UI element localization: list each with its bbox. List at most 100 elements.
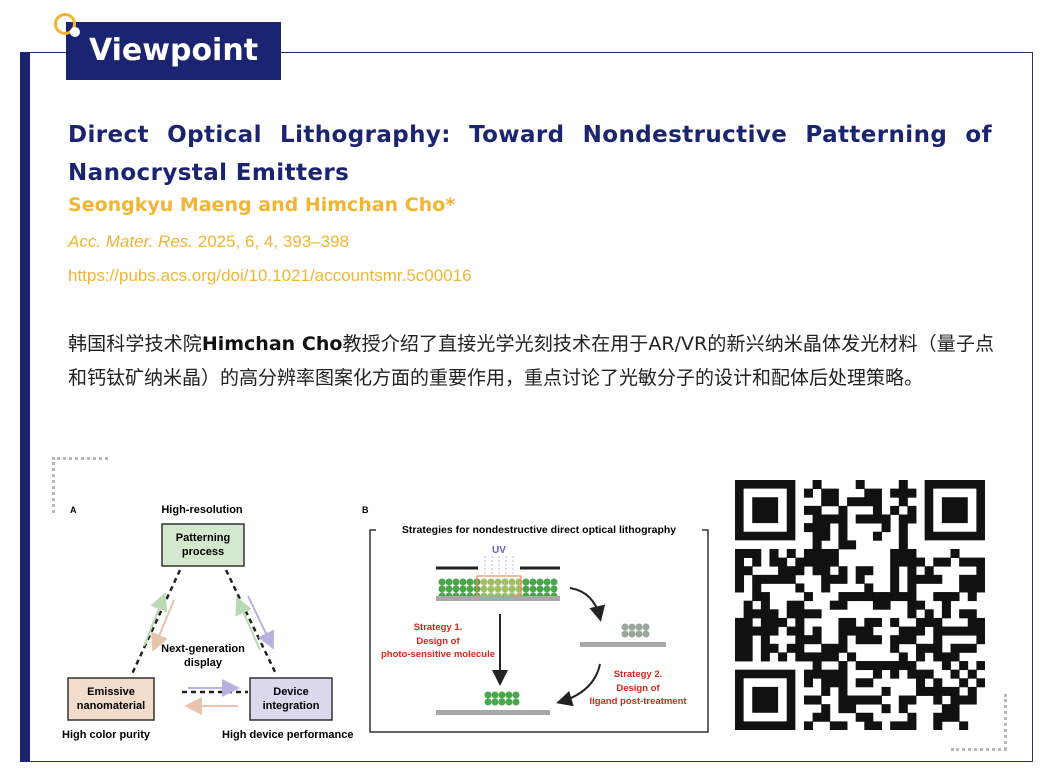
nanocrystal-dot: [508, 585, 516, 593]
qr-module: [821, 497, 831, 507]
qr-module: [941, 609, 951, 619]
qr-module: [898, 695, 908, 705]
qr-module: [847, 497, 857, 507]
qr-module: [838, 540, 848, 550]
qr-module: [769, 548, 779, 558]
qr-module: [812, 531, 822, 541]
qr-module: [847, 540, 857, 550]
qr-code[interactable]: [735, 480, 985, 730]
qr-finder-core: [752, 497, 779, 524]
qr-module: [976, 583, 985, 593]
qr-module: [786, 600, 796, 610]
qr-module: [821, 678, 831, 688]
nanocrystal-dot: [529, 578, 537, 586]
qr-module: [976, 617, 985, 627]
qr-module: [872, 531, 882, 541]
qr-module: [950, 712, 960, 722]
qr-module: [924, 617, 934, 627]
nanocrystal-dot: [628, 630, 636, 638]
qr-module: [959, 574, 969, 584]
qr-module: [916, 686, 926, 696]
qr-module: [803, 652, 813, 662]
qr-module: [933, 574, 943, 584]
qr-module: [803, 721, 813, 730]
qr-module: [855, 626, 865, 636]
qr-module: [812, 523, 822, 533]
qr-module: [864, 497, 874, 507]
qr-module: [769, 643, 779, 653]
qr-module: [855, 635, 865, 645]
arrow-from-strategy-2: [556, 663, 601, 707]
qr-module: [829, 574, 839, 584]
qr-module: [735, 574, 745, 584]
qr-module: [924, 686, 934, 696]
qr-module: [959, 583, 969, 593]
qr-module: [967, 557, 977, 567]
qr-module: [881, 686, 891, 696]
qr-module: [821, 712, 831, 722]
node-emissive-line1: Emissive: [87, 686, 135, 698]
nanocrystal-dot: [512, 691, 520, 699]
qr-module: [890, 566, 900, 576]
substrate-top: [436, 596, 560, 601]
qr-module: [881, 600, 891, 610]
qr-module: [933, 678, 943, 688]
bottom-left-caption: High color purity: [62, 729, 151, 741]
qr-module: [907, 600, 917, 610]
tag-ring-icon: [54, 13, 76, 35]
qr-module: [821, 488, 831, 498]
qr-module: [821, 514, 831, 524]
qr-module: [838, 626, 848, 636]
qr-module: [907, 635, 917, 645]
panel-a-label: A: [70, 505, 77, 515]
qr-module: [950, 626, 960, 636]
qr-module: [803, 635, 813, 645]
qr-module: [838, 678, 848, 688]
qr-module: [907, 505, 917, 515]
qr-module: [950, 704, 960, 714]
qr-module: [898, 635, 908, 645]
qr-module: [976, 661, 985, 671]
qr-module: [950, 686, 960, 696]
qr-module: [864, 583, 874, 593]
qr-module: [916, 652, 926, 662]
qr-module: [786, 643, 796, 653]
qr-module: [872, 505, 882, 515]
qr-module: [829, 600, 839, 610]
qr-module: [890, 488, 900, 498]
qr-module: [803, 592, 813, 602]
qr-module: [769, 609, 779, 619]
qr-module: [752, 609, 762, 619]
qr-module: [864, 488, 874, 498]
qr-module: [821, 531, 831, 541]
nanocrystal-dot: [487, 578, 495, 586]
qr-module: [967, 669, 977, 679]
qr-module: [838, 721, 848, 730]
doi-link[interactable]: https://pubs.acs.org/doi/10.1021/account…: [68, 266, 472, 285]
qr-module: [760, 574, 770, 584]
qr-module: [967, 695, 977, 705]
qr-module: [898, 661, 908, 671]
qr-module: [829, 514, 839, 524]
qr-module: [907, 695, 917, 705]
qr-module: [890, 669, 900, 679]
triangle-left-edge: [130, 569, 182, 675]
qr-module: [838, 686, 848, 696]
nanocrystal-dot: [642, 623, 650, 631]
nanocrystal-dot: [501, 585, 509, 593]
qr-module: [838, 531, 848, 541]
qr-module: [803, 488, 813, 498]
qr-module: [795, 566, 805, 576]
qr-module: [795, 600, 805, 610]
qr-module: [890, 635, 900, 645]
qr-module: [941, 557, 951, 567]
strategy-2-line2: Design of: [616, 683, 660, 694]
qr-module: [864, 592, 874, 602]
qr-module: [890, 592, 900, 602]
qr-module: [821, 686, 831, 696]
panel-b-title: Strategies for nondestructive direct opt…: [402, 524, 676, 536]
qr-module: [821, 574, 831, 584]
qr-module: [829, 548, 839, 558]
strategy-1-title: Strategy 1.: [414, 622, 463, 633]
patterned-nanocrystals-bottom: [484, 691, 520, 706]
